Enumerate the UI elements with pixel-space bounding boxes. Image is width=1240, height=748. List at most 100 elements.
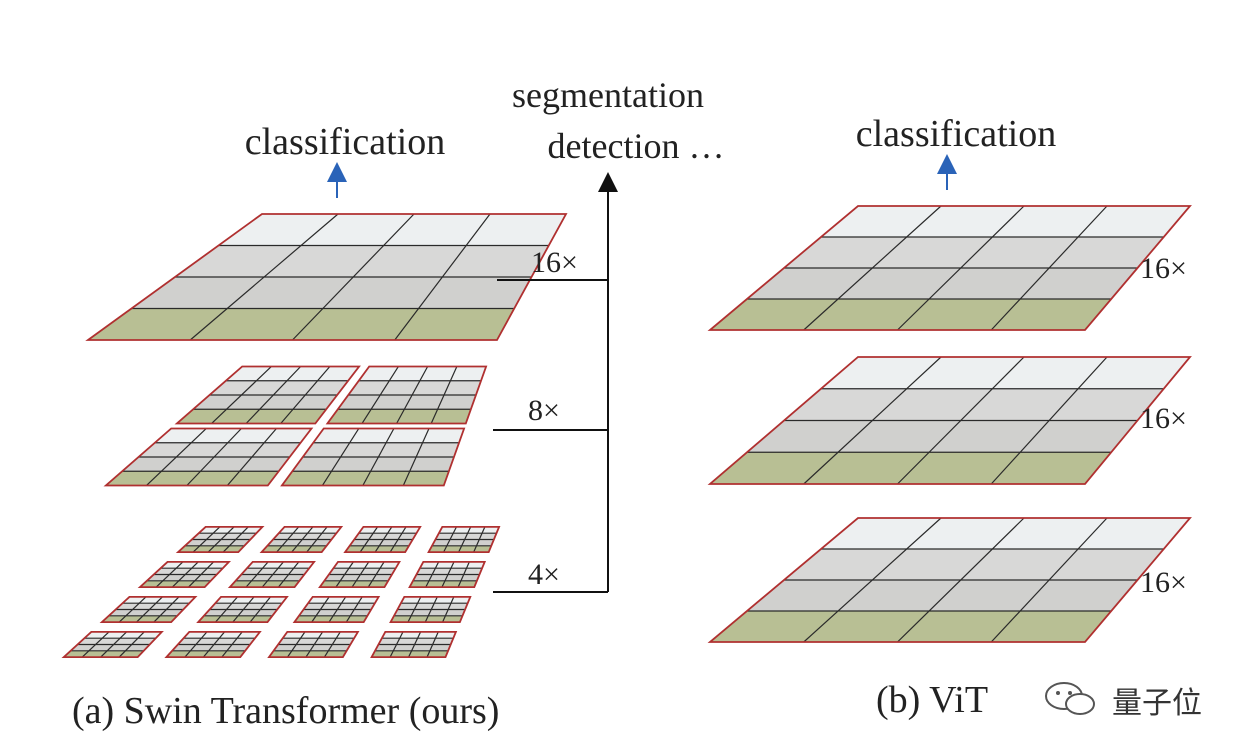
window-border xyxy=(325,365,488,425)
window xyxy=(292,596,381,623)
window-border xyxy=(85,213,568,341)
image-tint-band xyxy=(784,237,1164,268)
wechat-logo-icon xyxy=(1045,682,1095,715)
vit-stage-2-label: 16× xyxy=(1140,402,1187,435)
image-tint-band xyxy=(337,395,476,410)
window xyxy=(343,526,422,553)
image-tint-band xyxy=(122,457,290,472)
dense-task-label-line1: segmentation xyxy=(512,75,704,115)
patch-grid-line xyxy=(457,561,470,588)
patch-grid-line xyxy=(323,631,341,658)
vit-caption: (b) ViT xyxy=(876,679,988,721)
window xyxy=(259,526,344,553)
swin-stage-16x-label: 16× xyxy=(531,246,578,279)
swin-feature-maps xyxy=(61,213,568,658)
patch-grid-line xyxy=(118,631,145,658)
image-tint-band xyxy=(710,452,1112,484)
image-tint-band xyxy=(302,442,459,457)
image-tint-band xyxy=(88,308,515,340)
image-tint-band xyxy=(292,457,454,472)
patch-grid-line xyxy=(990,356,1108,485)
patch-grid-line xyxy=(990,205,1108,331)
image-tint-band xyxy=(821,206,1190,237)
window xyxy=(325,365,488,425)
window-border xyxy=(103,427,314,487)
image-tint-band xyxy=(784,549,1164,580)
patch-grid-line xyxy=(226,428,277,486)
window-border xyxy=(292,596,381,623)
window xyxy=(103,427,314,487)
swin-caption: (a) Swin Transformer (ours) xyxy=(72,690,499,732)
window xyxy=(267,631,360,658)
patch-grid-line xyxy=(249,596,271,623)
window xyxy=(99,596,198,623)
patch-grid-line xyxy=(188,561,214,588)
image-tint-band xyxy=(175,245,549,277)
window-border xyxy=(196,596,289,623)
window xyxy=(175,526,265,553)
window xyxy=(707,517,1192,643)
image-tint-band xyxy=(218,214,566,246)
window-border xyxy=(174,365,361,425)
image-tint-band xyxy=(710,611,1112,642)
swin-stage-connectors xyxy=(493,172,618,593)
vit-stage-2-layer xyxy=(707,356,1192,485)
patch-grid-line xyxy=(426,631,439,658)
patch-grid-line xyxy=(473,526,486,553)
window-border xyxy=(137,561,232,588)
window xyxy=(707,356,1192,485)
vit-stage-3-layer xyxy=(707,517,1192,643)
dense-task-label-line2: detection … xyxy=(548,126,725,166)
image-tint-band xyxy=(747,580,1138,611)
window-border xyxy=(370,631,458,658)
vit-stage-1-layer xyxy=(707,205,1192,331)
swin-classification-label: classification xyxy=(245,121,445,163)
image-tint-band xyxy=(225,366,360,381)
image-tint-band xyxy=(747,268,1138,299)
image-tint-band xyxy=(138,442,301,457)
window-border xyxy=(267,631,360,658)
window xyxy=(370,631,458,658)
image-tint-band xyxy=(784,388,1164,421)
image-tint-band xyxy=(281,471,449,486)
window xyxy=(174,365,361,425)
patch-grid-line xyxy=(430,366,458,424)
swin-stage-8x-label: 8× xyxy=(528,394,560,427)
window xyxy=(427,526,501,553)
patch-grid-line xyxy=(345,596,363,623)
swin-stage-1-layer xyxy=(85,213,568,341)
vit-classification-label: classification xyxy=(856,113,1056,155)
window xyxy=(164,631,262,658)
window-border xyxy=(427,526,501,553)
vit-stage-3-label: 16× xyxy=(1140,566,1187,599)
window-border xyxy=(707,356,1192,485)
image-tint-band xyxy=(131,277,532,309)
image-tint-band xyxy=(176,409,327,424)
patch-grid-line xyxy=(389,526,407,553)
watermark: 量子位 xyxy=(1040,676,1230,721)
window xyxy=(318,561,401,588)
window-border xyxy=(61,631,164,658)
window xyxy=(61,631,164,658)
patch-grid-line xyxy=(277,561,300,588)
patch-grid-line xyxy=(442,596,455,623)
swin-stage-2-layer xyxy=(103,365,488,487)
patch-grid-line xyxy=(990,517,1108,643)
vit-stage-1-label: 16× xyxy=(1140,252,1187,285)
image-tint-band xyxy=(313,428,465,443)
window xyxy=(137,561,232,588)
image-tint-band xyxy=(821,518,1190,549)
watermark-text: 量子位 xyxy=(1112,686,1202,721)
window xyxy=(389,596,472,623)
window-border xyxy=(227,561,316,588)
window xyxy=(85,213,568,341)
image-tint-band xyxy=(193,395,338,410)
window-border xyxy=(389,596,472,623)
patch-grid-line xyxy=(280,366,331,424)
vit-feature-maps xyxy=(707,205,1192,643)
image-tint-band xyxy=(154,428,312,443)
window xyxy=(707,205,1192,331)
image-tint-band xyxy=(209,380,349,395)
window-border xyxy=(259,526,344,553)
